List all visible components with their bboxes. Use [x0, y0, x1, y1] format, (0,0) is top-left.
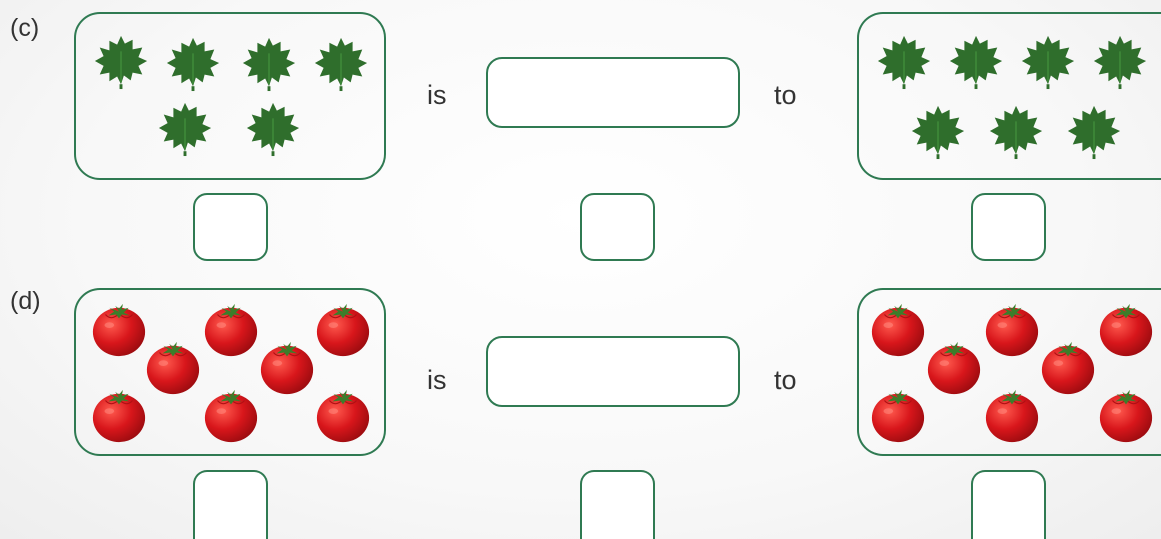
left-count-box-d[interactable] [193, 470, 268, 539]
word-is-d: is [427, 365, 447, 396]
left-group-box-d [74, 288, 386, 456]
leaf-icon [1091, 30, 1149, 92]
word-is-c: is [427, 80, 447, 111]
leaf-icon [1065, 100, 1123, 162]
leaf-icon [1019, 30, 1077, 92]
leaf-icon [875, 30, 933, 92]
tomato-icon [314, 386, 372, 444]
right-group-box-c [857, 12, 1161, 180]
tomato-icon [869, 386, 927, 444]
right-count-box-d[interactable] [971, 470, 1046, 539]
tomato-icon [983, 386, 1041, 444]
middle-count-box-c[interactable] [580, 193, 655, 261]
tomato-icon [314, 300, 372, 358]
left-count-box-c[interactable] [193, 193, 268, 261]
tomato-icon [144, 338, 202, 396]
tomato-icon [202, 300, 260, 358]
tomato-icon [258, 338, 316, 396]
leaf-icon [909, 100, 967, 162]
leaf-icon [987, 100, 1045, 162]
tomato-icon [1097, 386, 1155, 444]
leaf-icon [92, 30, 150, 92]
tomato-icon [202, 386, 260, 444]
word-to-d: to [774, 365, 797, 396]
tomato-icon [983, 300, 1041, 358]
tomato-icon [1039, 338, 1097, 396]
tomato-icon [869, 300, 927, 358]
middle-count-box-d[interactable] [580, 470, 655, 539]
tomato-icon [925, 338, 983, 396]
comparison-answer-box-d[interactable] [486, 336, 740, 407]
leaf-icon [312, 32, 370, 94]
left-group-box-c [74, 12, 386, 180]
leaf-icon [244, 96, 302, 160]
right-group-box-d [857, 288, 1161, 456]
word-to-c: to [774, 80, 797, 111]
comparison-answer-box-c[interactable] [486, 57, 740, 128]
right-count-box-c[interactable] [971, 193, 1046, 261]
tomato-icon [1097, 300, 1155, 358]
question-c-label: (c) [10, 14, 39, 43]
leaf-icon [240, 32, 298, 94]
leaf-icon [947, 30, 1005, 92]
question-d-label: (d) [10, 287, 41, 316]
tomato-icon [90, 386, 148, 444]
leaf-icon [164, 32, 222, 94]
tomato-icon [90, 300, 148, 358]
leaf-icon [156, 96, 214, 160]
